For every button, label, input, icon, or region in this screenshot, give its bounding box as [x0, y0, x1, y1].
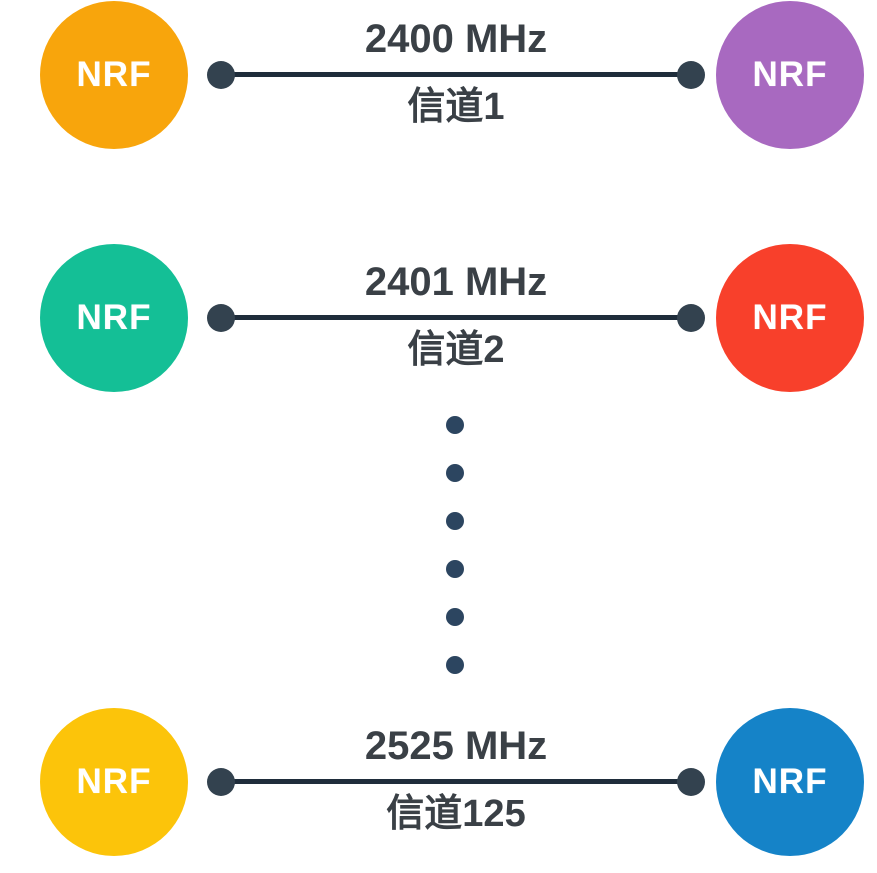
frequency-label: 2401 MHz	[364, 260, 548, 304]
ellipsis-dot-icon	[446, 608, 464, 626]
channel-row-1: NRF 2400 MHz 信道1 NRF	[0, 0, 877, 150]
ellipsis-dot-icon	[446, 560, 464, 578]
ellipsis-dots	[446, 416, 464, 674]
nrf-node-label: NRF	[752, 762, 828, 801]
nrf-node-rx-1: NRF	[716, 1, 864, 149]
ellipsis-dot-icon	[446, 656, 464, 674]
ellipsis-dot-icon	[446, 512, 464, 530]
nrf-node-tx-2: NRF	[40, 244, 188, 392]
connector-endpoint-right-icon	[677, 768, 705, 796]
channel-label: 信道2	[407, 329, 505, 371]
connector-endpoint-left-icon	[207, 61, 235, 89]
channel-label: 信道1	[407, 86, 505, 128]
connector-line	[221, 779, 691, 784]
connector-endpoint-left-icon	[207, 304, 235, 332]
channel-row-3: NRF 2525 MHz 信道125 NRF	[0, 707, 877, 857]
nrf-node-tx-3: NRF	[40, 708, 188, 856]
connector-line	[221, 315, 691, 320]
ellipsis-dot-icon	[446, 416, 464, 434]
connector-endpoint-right-icon	[677, 61, 705, 89]
nrf-node-rx-3: NRF	[716, 708, 864, 856]
ellipsis-dot-icon	[446, 464, 464, 482]
nrf-node-label: NRF	[752, 298, 828, 337]
nrf-node-rx-2: NRF	[716, 244, 864, 392]
connector-endpoint-right-icon	[677, 304, 705, 332]
frequency-label: 2525 MHz	[364, 724, 548, 768]
connector-line	[221, 72, 691, 77]
frequency-label: 2400 MHz	[364, 17, 548, 61]
nrf-node-label: NRF	[76, 55, 152, 94]
nrf-node-tx-1: NRF	[40, 1, 188, 149]
channel-label: 信道125	[386, 793, 526, 835]
channel-row-2: NRF 2401 MHz 信道2 NRF	[0, 243, 877, 393]
nrf-node-label: NRF	[76, 762, 152, 801]
connector-endpoint-left-icon	[207, 768, 235, 796]
nrf-node-label: NRF	[76, 298, 152, 337]
nrf-node-label: NRF	[752, 55, 828, 94]
